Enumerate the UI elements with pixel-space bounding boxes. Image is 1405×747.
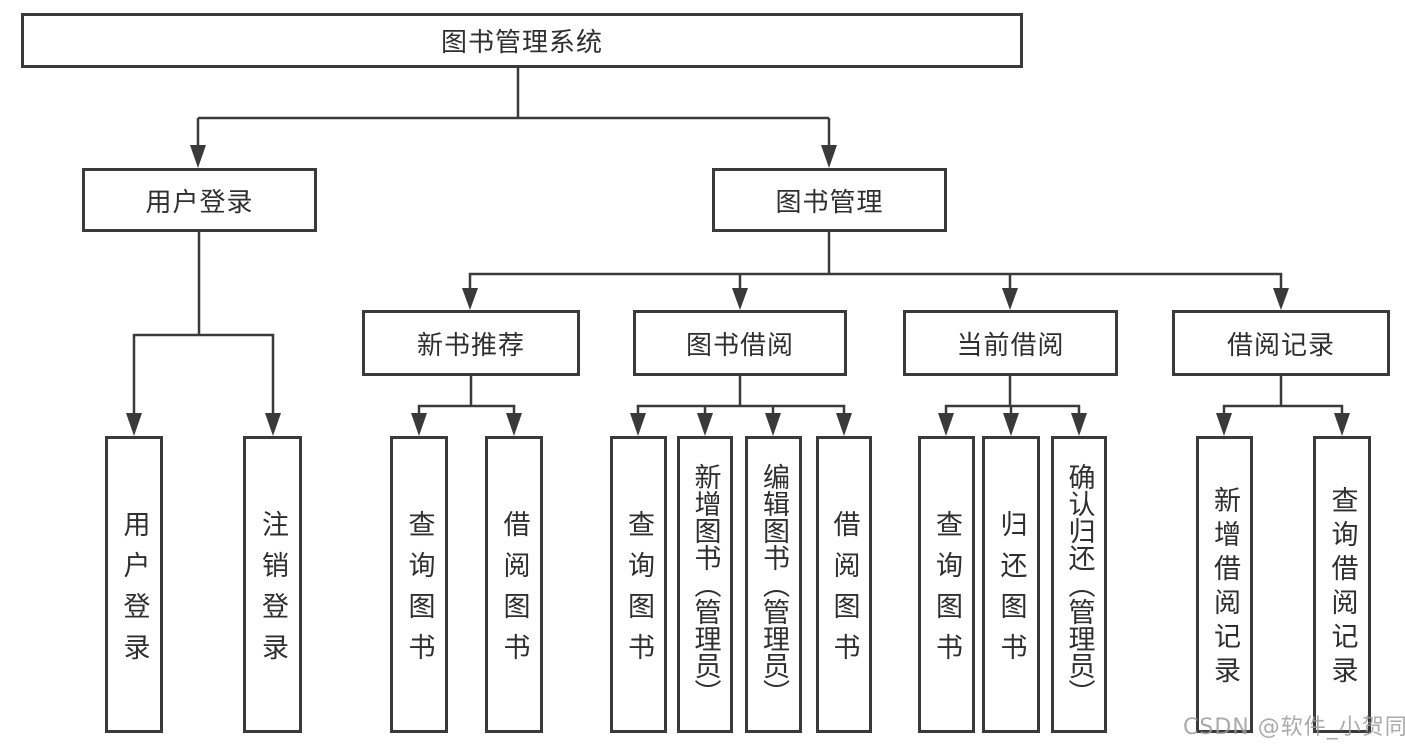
arrow-icon — [765, 413, 781, 436]
csdn-watermark: CSDN @软件_小贺同学 — [1183, 715, 1405, 740]
node-module-records: 借阅记录 — [1172, 310, 1390, 376]
node-module-new-book: 新书推荐 — [362, 310, 580, 376]
node-leaf-current-query: 查询图书 — [918, 436, 975, 733]
arrow-icon — [1003, 413, 1019, 436]
arrow-icon — [190, 145, 206, 168]
node-leaf-borrow-add-admin: 新增图书（管理员） — [677, 436, 733, 733]
connector-lines — [132, 68, 1344, 420]
arrow-icon — [836, 413, 852, 436]
arrow-icon — [1334, 413, 1350, 436]
node-leaf-current-confirm-admin: 确认归还（管理员） — [1051, 436, 1107, 733]
arrow-icon — [1273, 288, 1289, 310]
node-branch-user-login: 用户登录 — [82, 168, 317, 232]
arrow-icon — [1071, 413, 1087, 436]
connector-book-mgmt — [468, 232, 1283, 292]
arrow-icon — [1216, 413, 1232, 436]
node-leaf-logout: 注销登录 — [243, 436, 302, 733]
arrow-icon — [126, 413, 142, 436]
arrow-icon — [265, 413, 281, 436]
node-module-current: 当前借阅 — [903, 310, 1118, 376]
node-leaf-newbook-borrow: 借阅图书 — [485, 436, 543, 733]
node-leaf-newbook-query: 查询图书 — [390, 436, 448, 733]
node-leaf-borrow-query: 查询图书 — [610, 436, 667, 733]
node-leaf-borrow-edit-admin: 编辑图书（管理员） — [745, 436, 802, 733]
connector-borrow — [636, 376, 846, 420]
arrow-icon — [821, 145, 837, 168]
node-module-borrow: 图书借阅 — [633, 310, 847, 376]
arrow-icon — [732, 288, 748, 310]
arrow-icon — [506, 413, 522, 436]
arrow-icon — [938, 413, 954, 436]
node-leaf-records-add: 新增借阅记录 — [1196, 436, 1253, 733]
arrow-icon — [462, 288, 478, 310]
arrow-icon — [697, 413, 713, 436]
connector-user-login — [132, 232, 275, 420]
arrow-icon — [630, 413, 646, 436]
node-leaf-borrow-borrow: 借阅图书 — [816, 436, 872, 733]
node-leaf-user-login: 用户登录 — [105, 436, 163, 733]
connector-arrowheads — [126, 145, 1350, 436]
connector-records — [1222, 376, 1344, 420]
arrow-icon — [411, 413, 427, 436]
arrow-icon — [1002, 288, 1018, 310]
node-leaf-current-return: 归还图书 — [982, 436, 1040, 733]
node-branch-book-mgmt: 图书管理 — [712, 168, 947, 232]
connector-new-book — [417, 376, 516, 420]
node-leaf-records-query: 查询借阅记录 — [1313, 436, 1371, 733]
connector-root — [196, 68, 831, 150]
node-root: 图书管理系统 — [21, 13, 1023, 68]
